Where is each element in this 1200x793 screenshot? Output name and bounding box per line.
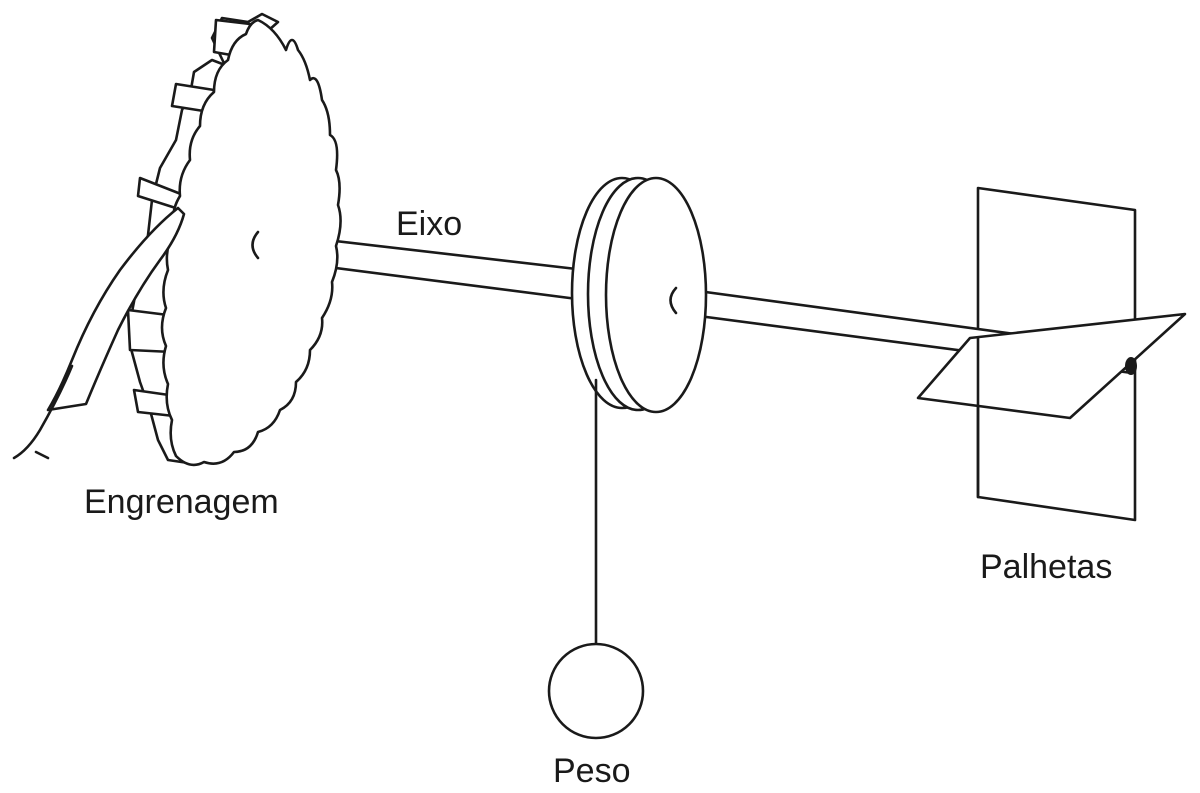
gear: [12, 12, 342, 467]
gear-strap: [46, 206, 186, 412]
gear-face: [160, 18, 342, 467]
gear-strap-tail: [12, 364, 74, 460]
weight: [547, 642, 645, 740]
label-paddles: Palhetas: [980, 548, 1112, 586]
label-axle: Eixo: [396, 205, 462, 243]
pulley-front-disc: [604, 176, 708, 414]
pulley-axle-hub: [669, 286, 678, 315]
paddle-horizontal: [916, 312, 1187, 420]
axle-stub: [251, 230, 260, 260]
axle-end-pin: [1125, 357, 1137, 375]
label-weight: Peso: [553, 752, 631, 790]
pulley: [570, 176, 708, 414]
label-gear: Engrenagem: [84, 483, 279, 521]
